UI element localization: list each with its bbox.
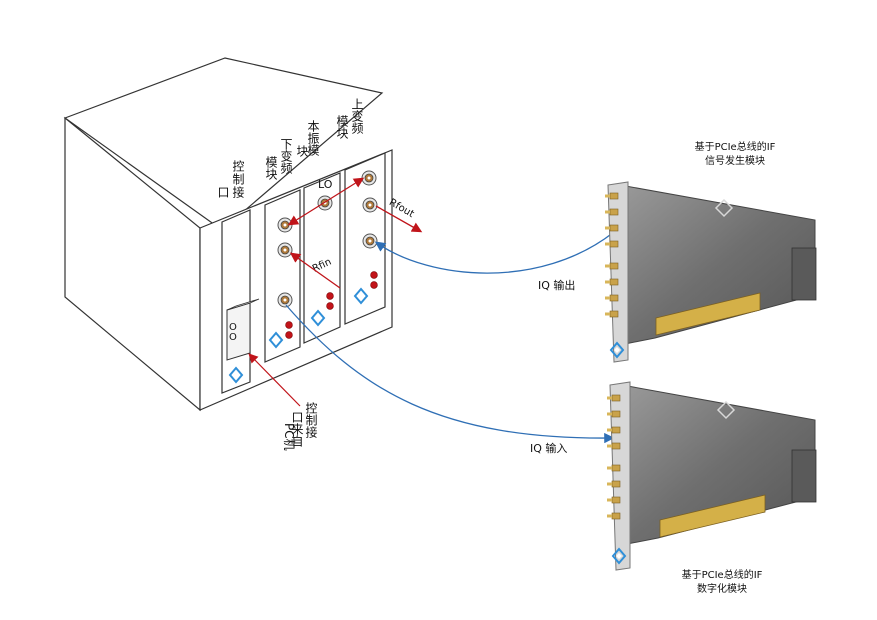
iq-output-line	[374, 231, 615, 274]
iq-output-label: IQ 输出	[538, 278, 575, 292]
pcie-card-generator: 基于PCIe总线的IF 信号发生模块	[604, 140, 817, 363]
downconverter-slot	[264, 189, 301, 363]
card-bracket	[609, 381, 631, 571]
iq-input-label: IQ 输入	[530, 441, 567, 455]
digitizer-title-line1: 基于PCIe总线的IF	[682, 568, 763, 581]
svg-text:O: O	[229, 322, 237, 333]
label-upconverter-line2: 模块	[335, 115, 349, 139]
control-note-line2: 口来自	[290, 411, 304, 447]
rfout-arrow	[375, 205, 423, 233]
digitizer-title-line2: 数字化模块	[697, 582, 747, 595]
pcie-edge-connector	[659, 494, 766, 538]
label-lo-line2: 块	[295, 145, 309, 157]
iq-input-line	[285, 304, 615, 444]
rfin-arrow	[289, 252, 341, 289]
downconverter-if-connector	[277, 292, 293, 308]
svg-text:O: O	[229, 332, 237, 343]
control-note: 控制接 口来自 PC机	[282, 402, 318, 451]
label-upconverter-line1: 上变频	[350, 98, 364, 135]
rfout-connector	[362, 197, 378, 213]
lo-output-connector	[317, 195, 333, 211]
chassis: O O	[63, 57, 393, 412]
generator-title-line2: 信号发生模块	[705, 154, 765, 167]
vendor-logo-icon	[714, 198, 734, 218]
chassis-top-face	[63, 57, 384, 231]
control-note-line1: 控制接	[304, 402, 318, 438]
control-note-line3: PC机	[282, 423, 296, 451]
lo-distribution-arrow	[287, 177, 365, 226]
upconverter-if-connector	[362, 233, 378, 249]
downconverter-lo-connector	[277, 217, 293, 233]
upconverter-lo-connector	[361, 170, 377, 186]
rf-arrows	[248, 177, 423, 407]
label-lo-line1: 本振模	[306, 120, 320, 156]
label-downconverter-line2: 模块	[264, 156, 278, 180]
label-downconverter-line1: 下变频	[279, 138, 293, 175]
slot-labels: 控制接 口 下变频 模块 本振模 块 上变频 模块	[216, 98, 364, 199]
iq-links: IQ 输出 IQ 输入	[285, 231, 615, 455]
label-control-line1: 控制接	[231, 160, 245, 199]
rfin-connector	[277, 242, 293, 258]
control-input-arrow	[248, 353, 301, 407]
label-control-line2: 口	[216, 186, 230, 198]
lo-port-label: LO	[318, 178, 333, 191]
pcie-edge-connector	[655, 292, 761, 336]
control-slot	[221, 209, 251, 394]
vendor-logo-icon	[716, 400, 736, 420]
generator-title-line1: 基于PCIe总线的IF	[695, 140, 776, 153]
pcie-card-digitizer: 基于PCIe总线的IF 数字化模块	[606, 381, 817, 595]
